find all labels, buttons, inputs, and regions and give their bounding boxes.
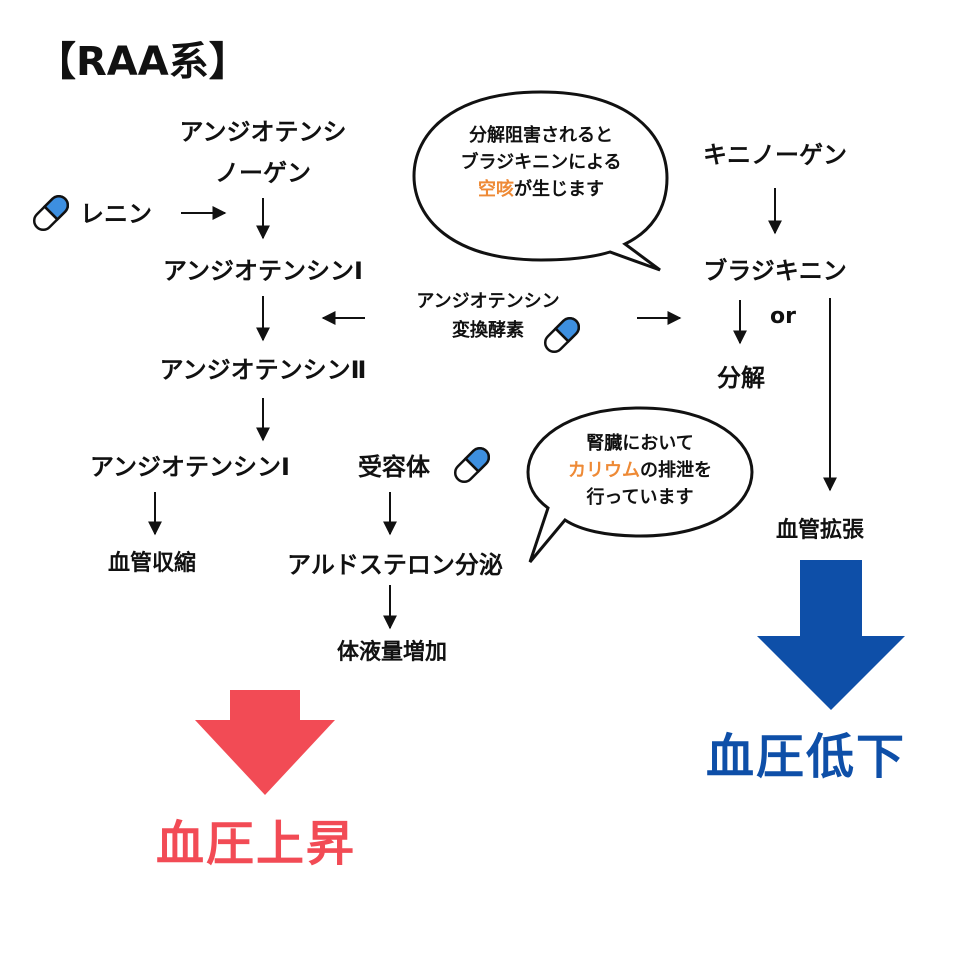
angiotensin2-label: アンジオテンシンⅡ (159, 356, 367, 384)
bradykinin-label: ブラジキニン (703, 257, 847, 285)
bubble-kidney-line3: 行っています (586, 487, 694, 508)
kininogen-label: キニノーゲン (703, 141, 847, 169)
receptor-line-label: アンジオテンシンⅠ (90, 453, 290, 481)
vasodilation-label: 血管拡張 (775, 518, 865, 543)
big-arrow-down-red (195, 690, 335, 795)
bp-up-label: 血圧上昇 (155, 816, 357, 872)
vasoconstriction-label: 血管収縮 (107, 551, 197, 576)
angiotensin1-label: アンジオテンシンⅠ (163, 257, 363, 285)
bubble-cough-text: 分解阻害されると ブラジキニンによる 空咳が生じます (460, 122, 621, 203)
fluid-increase-label: 体液量増加 (336, 640, 448, 665)
capsule-icon (450, 443, 494, 487)
dry-cough-highlight: 空咳 (477, 179, 514, 200)
bubble-kidney-text: 腎臓において カリウムの排泄を 行っています (568, 430, 712, 511)
capsule-icon (29, 191, 73, 235)
decomposition-label: 分解 (717, 364, 765, 392)
bubble-kidney-line2-rest: の排泄を (640, 460, 712, 481)
bubble-kidney-line2: カリウムの排泄を (568, 457, 712, 484)
speech-bubble-cough (412, 90, 669, 272)
bubble-cough-line3-rest: が生じます (513, 179, 604, 200)
big-arrow-down-blue (757, 560, 905, 710)
ace-line1: アンジオテンシン (416, 291, 560, 312)
diagram-title: 【RAA系】 (36, 39, 249, 85)
or-label: or (770, 304, 796, 329)
aldosterone-label: アルドステロン分泌 (287, 551, 503, 579)
potassium-highlight: カリウム (568, 460, 640, 481)
renin-label: レニン (80, 200, 152, 228)
bubble-cough-line3: 空咳が生じます (460, 176, 621, 203)
capsule-icon (540, 313, 584, 357)
receptor-label: 受容体 (358, 453, 430, 481)
bubble-kidney-line1: 腎臓において (586, 433, 694, 454)
bp-down-label: 血圧低下 (705, 729, 907, 785)
ace-line2: 変換酵素 (452, 320, 524, 341)
bubble-cough-line2: ブラジキニンによる (460, 152, 622, 173)
speech-bubble-kidney (526, 406, 754, 563)
bubble-cough-line1: 分解阻害されると (468, 125, 613, 146)
angiotensinogen-line1: アンジオテンシ (179, 118, 347, 146)
angiotensinogen-line2: ノーゲン (215, 159, 311, 187)
